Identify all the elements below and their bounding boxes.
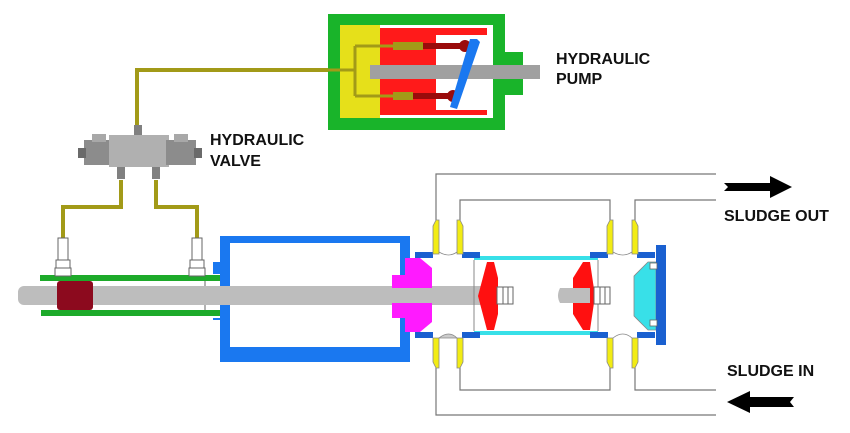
- cylinder-body: [213, 236, 414, 362]
- discharge-valve-right: [606, 219, 639, 256]
- fitting-right: [188, 237, 206, 277]
- chamber-liner-top: [474, 256, 598, 260]
- suction-valve-left: [432, 333, 464, 369]
- guide-rail-top: [40, 275, 220, 281]
- suction-valve-right: [606, 333, 639, 369]
- suction-check-valves: [432, 333, 639, 369]
- outer-suction-pipe: [435, 368, 716, 416]
- drive-piston: [57, 281, 93, 310]
- valve-port-b: [152, 167, 160, 179]
- hydraulic-valve: HYDRAULIC VALVE: [78, 125, 305, 179]
- valve-to-rod-end-line: [61, 180, 123, 240]
- hydraulic-pump-label-line1: HYDRAULIC: [556, 51, 651, 68]
- pump-rod-lower: [413, 93, 453, 99]
- piston-rod: [18, 286, 496, 305]
- end-cover-bolts: [649, 262, 658, 327]
- valve-top-port: [134, 125, 142, 135]
- valve-body: [109, 135, 169, 167]
- sludge-out-label: SLUDGE OUT: [724, 208, 829, 225]
- pump-to-valve-line: [135, 68, 335, 128]
- valve-solenoid-right-cap: [194, 148, 202, 158]
- valve-solenoid-right-tab: [174, 134, 188, 142]
- end-cover: [633, 245, 666, 345]
- piston-hub: [392, 258, 496, 332]
- pump-rod-upper: [423, 43, 463, 49]
- sludge-pipework: [435, 173, 716, 416]
- guide-rail-bottom: [41, 310, 221, 316]
- rod-guide: [40, 237, 230, 316]
- piston-rod-through-hub: [392, 288, 496, 303]
- sludge-in-label: SLUDGE IN: [727, 363, 814, 380]
- hydraulic-cylinder: [213, 236, 414, 362]
- inner-suction-pipe: [459, 368, 611, 391]
- pump-piston-lower: [393, 92, 413, 100]
- pump-drive-shaft: [370, 65, 540, 79]
- discharge-check-valves: [432, 219, 639, 256]
- rod-nuts: [496, 286, 611, 305]
- secondary-rod: [558, 288, 590, 303]
- pumping-chamber: [415, 252, 655, 338]
- discharge-valve-left: [432, 219, 464, 256]
- end-discharge-pipe: [634, 199, 716, 220]
- arrow-left-icon: [727, 391, 794, 413]
- inner-discharge-pipe: [459, 199, 611, 220]
- outer-discharge-pipe: [435, 173, 716, 220]
- pump-piston-upper: [393, 42, 423, 50]
- end-cover-plate: [656, 245, 666, 345]
- valve-solenoid-left-tab: [92, 134, 106, 142]
- hydraulic-valve-label-line2: VALVE: [210, 153, 261, 170]
- hydraulic-pump-label-line2: PUMP: [556, 71, 603, 88]
- arrow-right-icon: [724, 176, 792, 198]
- piston-rod-assembly: [18, 281, 496, 310]
- sludge-in-arrow: [727, 391, 794, 413]
- hydraulic-valve-label-line1: HYDRAULIC: [210, 132, 305, 149]
- end-suction-pipe: [634, 368, 716, 391]
- chamber-liner-bottom: [474, 331, 598, 335]
- valve-port-a: [117, 167, 125, 179]
- hydraulic-pump: HYDRAULIC PUMP: [322, 14, 651, 130]
- rubber-cup-left: [478, 262, 498, 330]
- swash-plate: [450, 39, 480, 109]
- valve-solenoid-right: [166, 140, 196, 165]
- valve-solenoid-left-cap: [78, 148, 86, 158]
- chamber-flanges: [415, 252, 655, 338]
- hydraulic-lines: [61, 68, 335, 240]
- fitting-left: [54, 237, 72, 277]
- valve-to-head-end-line: [154, 180, 199, 240]
- sludge-out-arrow: [724, 176, 792, 198]
- pump-internal-passages: [322, 44, 395, 98]
